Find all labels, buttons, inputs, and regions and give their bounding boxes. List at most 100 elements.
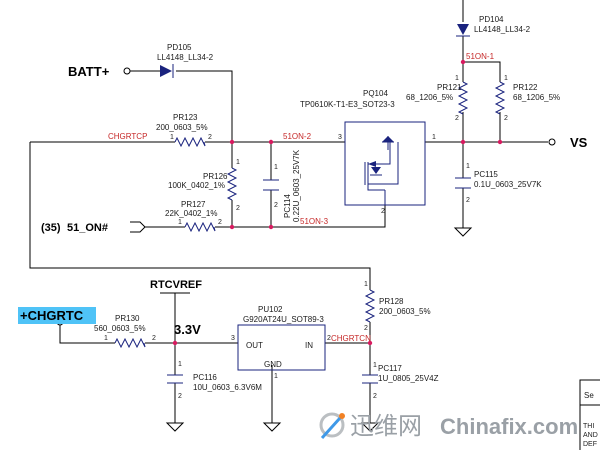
pc114-val: 0.22U_0603_25V7K	[292, 149, 301, 222]
net-chgrtc: +CHGRTC	[20, 308, 84, 323]
pr123-val: 200_0603_5%	[156, 123, 208, 132]
watermark-cn: 迅维网	[350, 413, 422, 440]
pr121-pin2: 2	[455, 115, 459, 122]
pq104-pin2: 2	[381, 208, 385, 215]
title-block-line1: THI	[583, 423, 594, 430]
pr128-resistor-icon	[364, 289, 376, 323]
pc115-val: 0.1U_0603_25V7K	[474, 180, 542, 189]
pu102-in: IN	[305, 341, 313, 350]
ground-icon	[453, 227, 473, 237]
pu102-val: G920AT24U_SOT89-3	[243, 315, 324, 324]
ground-icon	[360, 422, 380, 432]
pq104-pin3: 3	[338, 134, 342, 141]
pd104-ref: PD104	[479, 15, 504, 24]
pc114-capacitor-icon	[263, 179, 279, 191]
pc115-pin2: 2	[466, 197, 470, 204]
pc117-pin2: 2	[373, 393, 377, 400]
ground-icon	[262, 422, 282, 432]
pr130-pin1: 1	[104, 335, 108, 342]
pr123-ref: PR123	[173, 113, 198, 122]
pr123-pin2: 2	[208, 134, 212, 141]
watermark-logo-icon	[319, 412, 345, 440]
pr123-pin1: 1	[170, 134, 174, 141]
pq104-mosfet-icon	[344, 121, 426, 206]
pr122-pin2: 2	[504, 115, 508, 122]
pq104-val: TP0610K-T1-E3_SOT23-3	[300, 100, 395, 109]
pc116-val: 10U_0603_6.3V6M	[193, 383, 262, 392]
pr130-pin2: 2	[152, 335, 156, 342]
pc115-pin1: 1	[466, 163, 470, 170]
wire-pd105-out	[176, 70, 233, 142]
net-vs: VS	[570, 135, 588, 150]
pr122-resistor-icon	[494, 81, 506, 115]
pc116-ref: PC116	[193, 373, 217, 382]
pr126-val: 100K_0402_1%	[168, 181, 225, 190]
pr126-pin1: 1	[236, 159, 240, 166]
pr128-pin1: 1	[364, 281, 368, 288]
pr127-resistor-icon	[184, 221, 216, 233]
pr128-ref: PR128	[379, 297, 404, 306]
pr121-resistor-icon	[457, 81, 469, 115]
pr121-ref: PR121	[437, 83, 462, 92]
pr128-pin2: 2	[364, 325, 368, 332]
pr128-val: 200_0603_5%	[379, 307, 431, 316]
pc116-pin2: 2	[178, 393, 182, 400]
pr121-pin1: 1	[455, 75, 459, 82]
ground-icon	[165, 422, 185, 432]
pd105-diode-icon	[160, 64, 174, 78]
pc114-ref: PC114	[283, 194, 292, 218]
pd105-ref: PD105	[167, 43, 192, 52]
net-chgrtcn: CHGRTCN	[331, 334, 371, 343]
pd104-val: LL4148_LL34-2	[474, 25, 531, 34]
net-51on1: 51ON-1	[466, 52, 495, 61]
wire-loop	[29, 142, 371, 290]
title-block-line2: AND	[583, 432, 598, 439]
pr126-resistor-icon	[226, 167, 238, 201]
pr127-pin2: 2	[218, 219, 222, 226]
vs-connector-icon	[548, 138, 556, 146]
wire-pr122-top	[463, 61, 501, 82]
pr130-val: 560_0603_5%	[94, 324, 146, 333]
pc117-pin1: 1	[373, 362, 377, 369]
pd104-diode-icon	[456, 24, 470, 37]
pc114-pin2: 2	[274, 202, 278, 209]
pr127-ref: PR127	[181, 200, 206, 209]
pr127-val: 22K_0402_1%	[165, 209, 218, 218]
pc116-capacitor-icon	[167, 374, 183, 384]
batt-connector-icon	[123, 67, 131, 75]
pr126-ref: PR126	[203, 172, 228, 181]
pu102-pin3: 3	[231, 335, 235, 342]
pr122-val: 68_1206_5%	[513, 93, 560, 102]
pc117-val: 1U_0805_25V4Z	[378, 374, 439, 383]
title-block-se: Se	[584, 391, 594, 400]
pu102-pin2: 2	[327, 335, 331, 342]
net-51on3: 51ON-3	[300, 217, 329, 226]
pc115-capacitor-icon	[455, 177, 471, 189]
wire-chgrtc	[59, 325, 110, 344]
pc115-ref: PC115	[474, 170, 498, 179]
pu102-gnd: GND	[264, 360, 282, 369]
pd105-val: LL4148_LL34-2	[157, 53, 214, 62]
title-block-corner	[579, 379, 600, 450]
pr130-resistor-icon	[114, 337, 146, 349]
junction-dots	[172, 59, 503, 346]
pu102-pin1: 1	[274, 373, 278, 380]
pu102-body	[237, 324, 326, 371]
net-batt: BATT+	[68, 64, 110, 79]
pc117-capacitor-icon	[362, 374, 378, 384]
net-51on-ref: (35)	[41, 222, 61, 234]
pr130-ref: PR130	[115, 314, 140, 323]
title-block-line3: DEF	[583, 441, 597, 448]
pr122-pin1: 1	[504, 75, 508, 82]
chgrtc-highlight	[18, 307, 96, 324]
net-3v3: 3.3V	[174, 322, 201, 337]
net-rtcvref: RTCVREF	[150, 279, 202, 291]
pr122-ref: PR122	[513, 83, 538, 92]
pu102-out: OUT	[246, 341, 263, 350]
pr123-resistor-icon	[174, 136, 206, 148]
pq104-pin1: 1	[432, 134, 436, 141]
net-chgrtcp: CHGRTCP	[108, 132, 147, 141]
net-51on: 51_ON#	[67, 222, 108, 234]
